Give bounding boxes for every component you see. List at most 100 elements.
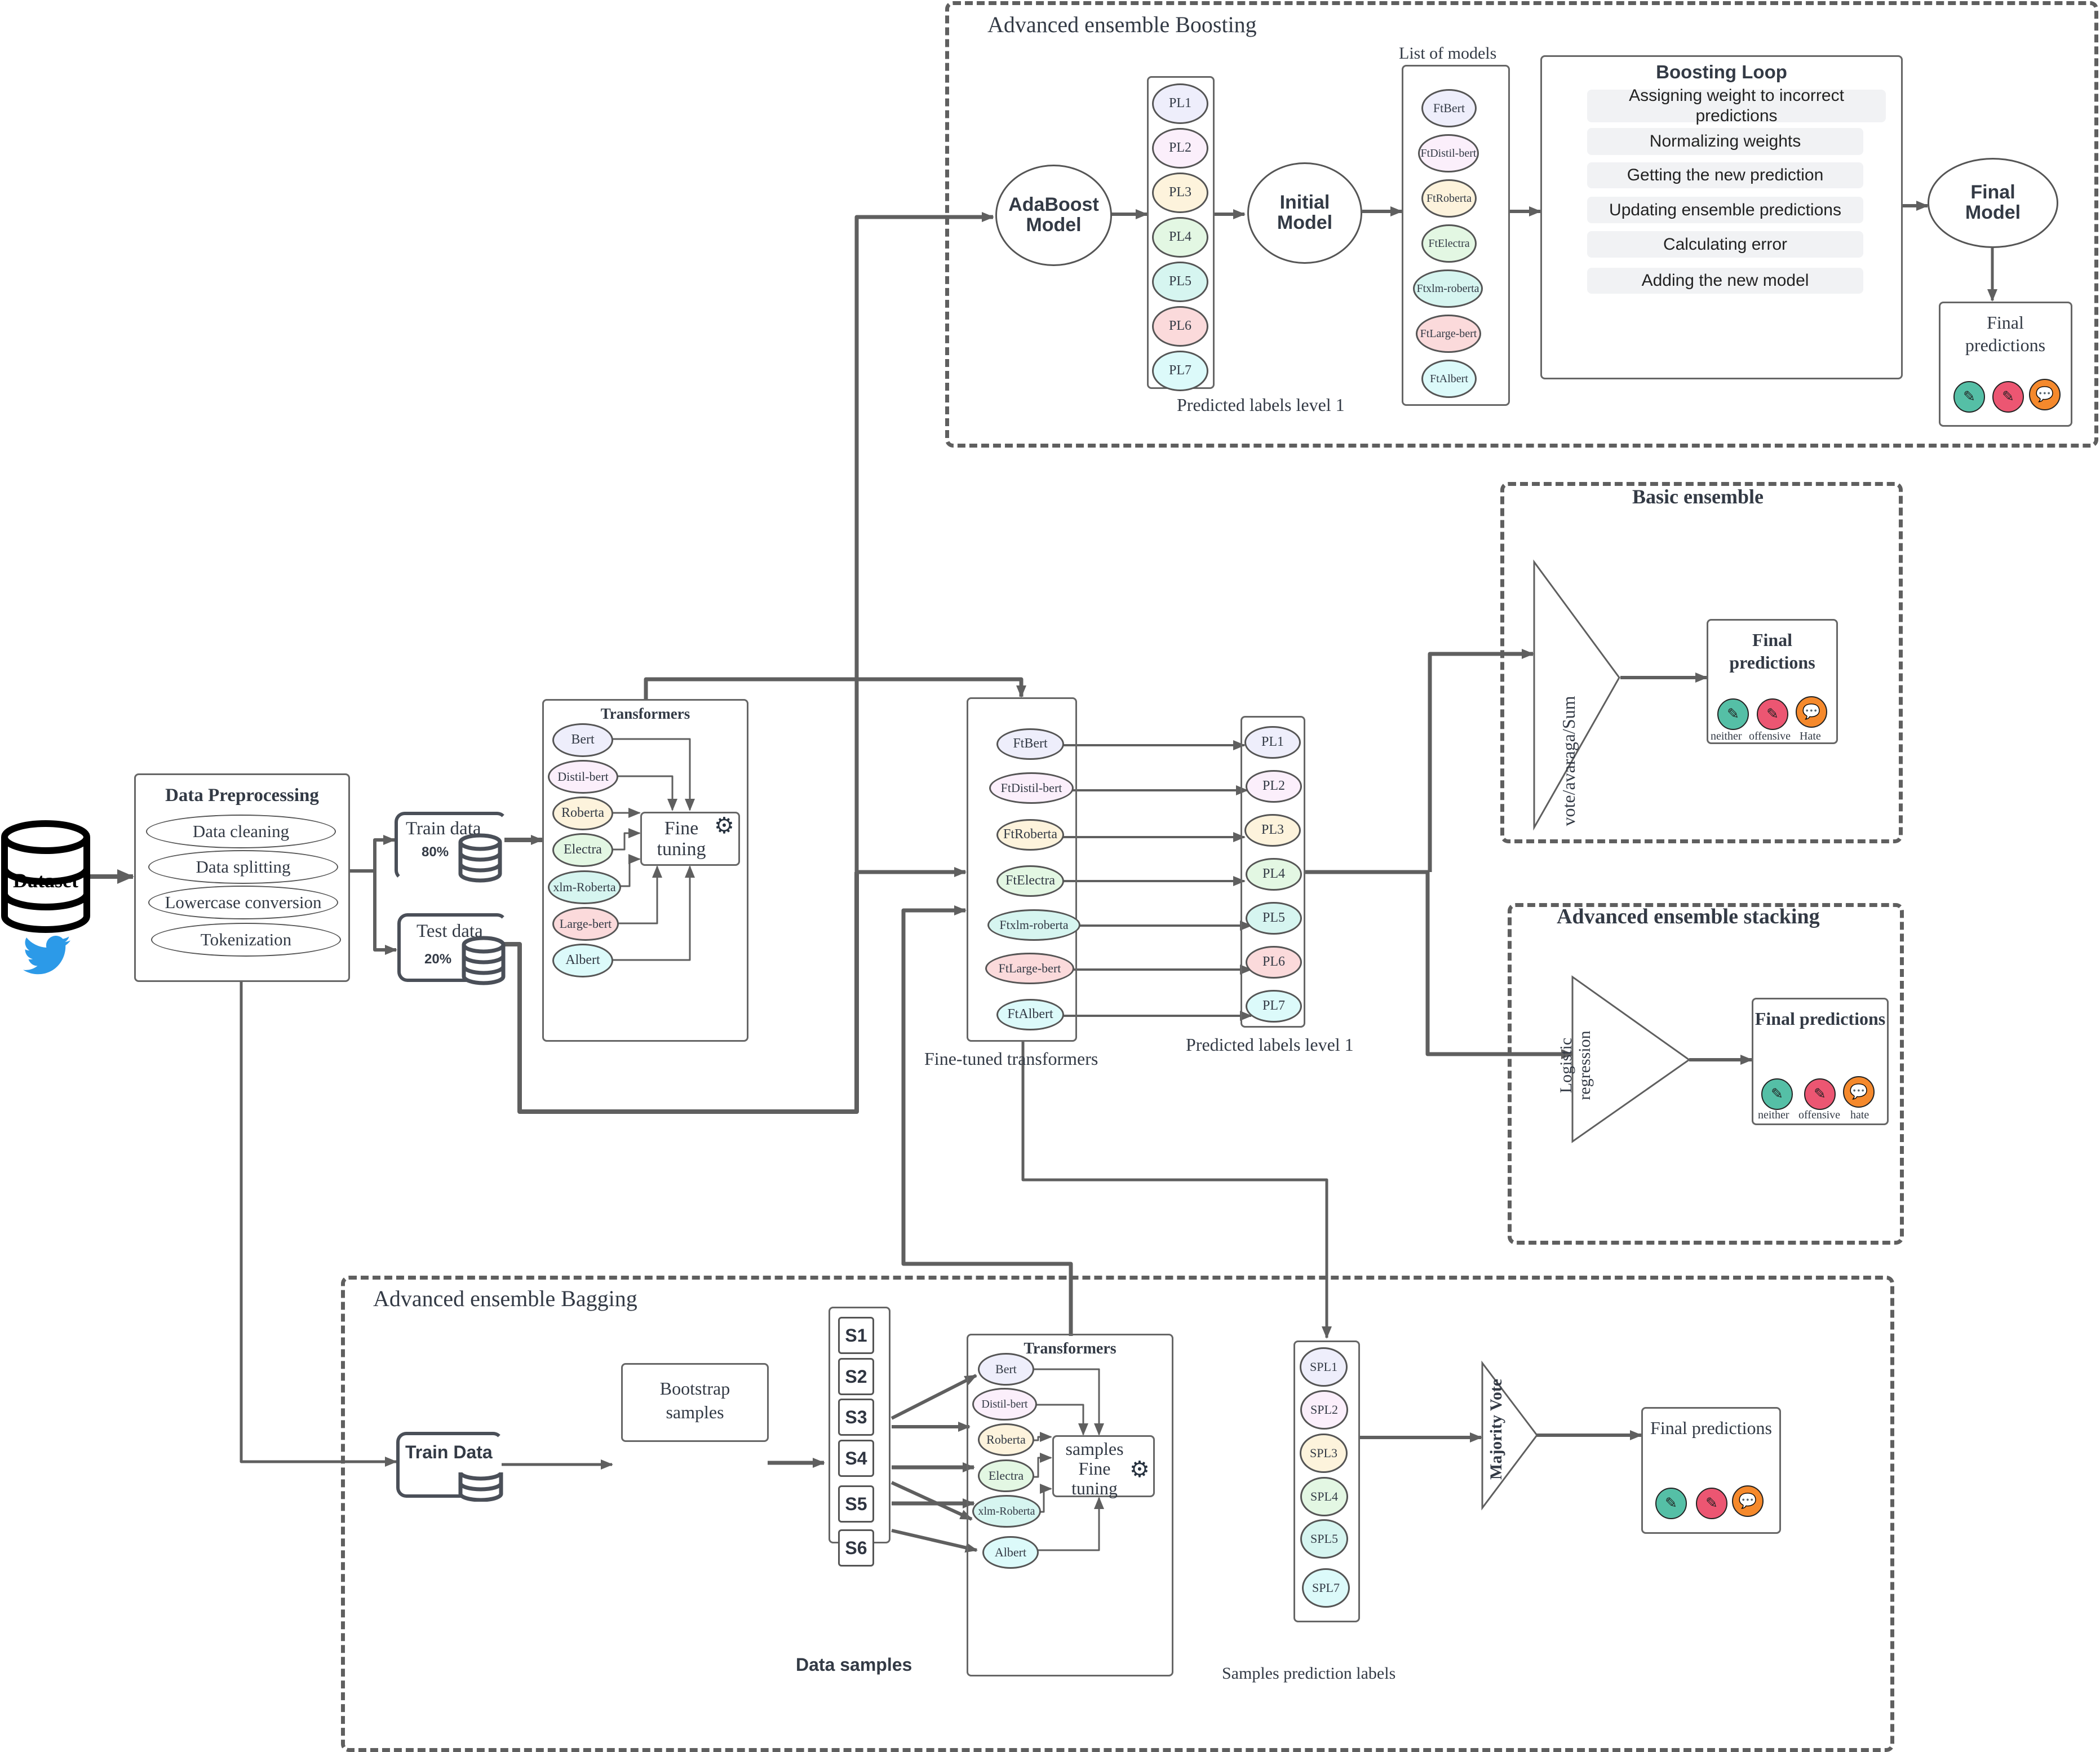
transformers-title: Transformers [600,705,690,722]
hate-icon: 💬 [1796,696,1827,728]
sample-prediction-label: SPL1 [1300,1347,1348,1387]
spl-caption: Samples prediction labels [1222,1664,1396,1683]
boosting-title: Advanced ensemble Boosting [987,12,1257,37]
sample-box: S4 [838,1440,874,1477]
loop-step: Getting the new prediction [1587,162,1863,188]
sample-box: S2 [838,1358,874,1395]
bagging-transformer-model: Albert [982,1536,1039,1569]
boosting-pl-caption: Predicted labels level 1 [1177,395,1345,415]
sample-box: S5 [838,1485,874,1523]
bagging-transformer-model: Electra [978,1459,1034,1492]
bagging-train-label: Train Data [405,1442,493,1462]
adaboost-label: AdaBoost Model [1008,194,1099,236]
sample-box: S1 [838,1317,874,1354]
bagging-title: Advanced ensemble Bagging [373,1286,637,1311]
finetuned-caption: Fine-tuned transformers [924,1048,1098,1069]
stacking-title: Advanced ensemble stacking [1557,905,1820,928]
bagging-final-predictions: Final predictions ✎ ✎ 💬 [1641,1407,1781,1534]
class-label: offensive [1749,730,1791,742]
preprocessing-title: Data Preprocessing [165,785,319,806]
neither-icon: ✎ [1655,1488,1687,1519]
hate-icon: 💬 [1843,1076,1875,1108]
database-icon [462,936,506,985]
list-model: FtAlbert [1421,360,1477,398]
train-pct: 80% [422,844,449,860]
basic-combiner-label: vote/avaraga/Sum [1558,696,1579,826]
predicted-label: PL4 [1246,858,1302,891]
finetuned-model: FtLarge-bert [985,953,1074,984]
class-label: offensive [1798,1109,1841,1121]
basic-final-predictions: Final predictions ✎ ✎ 💬 neither offensiv… [1707,619,1838,744]
boosting-predicted-label: PL2 [1152,128,1208,169]
bagging-transformer-model: Bert [978,1353,1034,1386]
offensive-icon: ✎ [1696,1488,1727,1519]
boosting-predicted-label: PL7 [1152,351,1208,391]
transformer-model: xlm-Roberta [548,870,621,904]
gear-icon: ⚙ [1129,1457,1150,1483]
loop-step: Assigning weight to incorrect prediction… [1587,86,1886,125]
neither-icon: ✎ [1953,381,1985,413]
offensive-icon: ✎ [1992,381,2024,413]
list-of-models-title: List of models [1399,44,1497,63]
neither-icon: ✎ [1717,698,1749,730]
database-icon [1,820,90,933]
neither-icon: ✎ [1761,1078,1793,1110]
fine-tuning-box: Fine tuning ⚙ [640,812,740,866]
loop-step: Calculating error [1587,231,1863,258]
preproc-step: Lowercase conversion [148,886,338,919]
bagging-transformers-title: Transformers [1024,1340,1117,1357]
wire-preproc-split [349,838,396,952]
predicted-label: PL1 [1244,726,1301,759]
preproc-step: Data splitting [148,850,338,884]
loop-step: Updating ensemble predictions [1587,197,1863,223]
class-label: neither [1711,730,1742,742]
final-predictions-label: Final predictions [1729,630,1815,673]
fine-tuning-text: Fine tuning [657,818,706,860]
finetuned-model: Ftxlm-roberta [987,909,1080,941]
preprocessing-box: Data Preprocessing Data cleaning Data sp… [134,773,350,982]
test-pct: 20% [424,952,452,967]
samples-fine-tuning-box: samples Fine tuning ⚙ [1052,1435,1155,1498]
finetuned-model: FtAlbert [996,999,1064,1030]
offensive-icon: ✎ [1757,698,1788,730]
bagging-train-node: Train Data [396,1432,503,1498]
fine-tuning-label: Fine tuning [648,818,715,860]
boosting-predicted-label: PL6 [1152,306,1208,347]
bootstrap-label: Bootstrap samples [659,1378,730,1422]
initial-model-node: Initial Model [1247,162,1362,264]
sample-prediction-label: SPL3 [1300,1434,1348,1473]
finetuned-model: FtElectra [996,865,1064,897]
sample-box: S6 [838,1529,874,1567]
bagging-transformer-model: Roberta [978,1423,1034,1456]
bagging-transformers-box: Transformers [967,1334,1173,1676]
final-model-label: Final Model [1965,182,2021,223]
initial-model-label: Initial Model [1277,192,1333,233]
class-label: Hate [1800,730,1821,742]
loop-step: Normalizing weights [1587,128,1863,155]
adaboost-node: AdaBoost Model [995,165,1112,266]
finetuned-model: FtDistil-bert [989,772,1074,804]
preproc-step: Data cleaning [146,815,336,848]
sample-box: S3 [838,1399,874,1436]
class-label: hate [1850,1109,1869,1121]
list-model: FtLarge-bert [1416,315,1481,353]
sample-prediction-label: SPL7 [1302,1568,1350,1608]
pl-column [1240,716,1305,1028]
basic-title: Basic ensemble [1632,485,1764,508]
list-model: Ftxlm-roberta [1413,269,1483,308]
basic-ensemble-section [1500,482,1903,843]
data-samples-caption: Data samples [796,1654,912,1675]
hate-icon: 💬 [2029,379,2061,410]
boosting-section [945,1,2098,448]
loop-step: Adding the new model [1587,268,1863,294]
stacking-section [1508,903,1904,1245]
predicted-label: PL6 [1246,946,1302,979]
transformers-box: Transformers [542,699,748,1042]
transformer-model: Large-bert [552,907,619,941]
predicted-label: PL3 [1244,814,1301,847]
transformer-model: Distil-bert [548,760,618,794]
boosting-predicted-label: PL3 [1152,172,1208,213]
transformer-model: Albert [552,944,613,977]
database-icon [458,833,502,883]
finetuned-model: FtRoberta [996,819,1064,851]
